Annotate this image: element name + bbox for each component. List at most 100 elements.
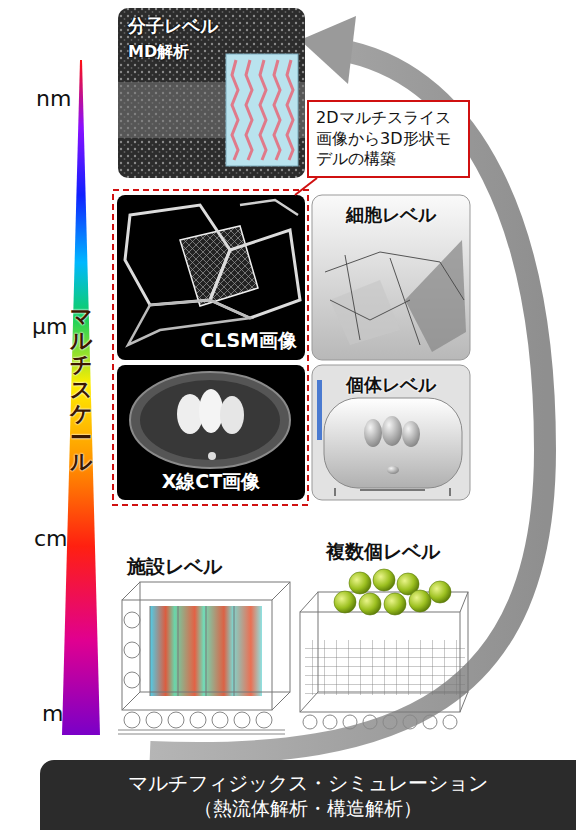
multi-model bbox=[300, 612, 460, 712]
scale-label: m bbox=[42, 703, 63, 725]
md-image bbox=[232, 60, 238, 160]
scale-label: μm bbox=[32, 316, 67, 338]
ct-image bbox=[140, 380, 280, 460]
facility-model bbox=[124, 642, 140, 658]
multi-model bbox=[443, 715, 457, 729]
body-model bbox=[312, 365, 470, 500]
md-image bbox=[246, 60, 252, 160]
multi-model bbox=[303, 715, 317, 729]
multi-model bbox=[403, 715, 417, 729]
level-panel: 細胞レベル bbox=[312, 195, 470, 360]
multi-model bbox=[373, 569, 395, 591]
multi-model bbox=[409, 590, 431, 612]
multi-model bbox=[318, 592, 468, 692]
node-title: CLSM画像 bbox=[200, 328, 297, 354]
node-title: 2Dマルチスライス画像から3D形状モデルの構築 bbox=[316, 108, 461, 170]
scale-triangle-fill bbox=[62, 60, 100, 735]
facility-model bbox=[124, 712, 140, 728]
clsm-image bbox=[180, 226, 258, 306]
ct-image bbox=[177, 394, 203, 434]
multi-model bbox=[305, 640, 465, 695]
multi-model bbox=[303, 715, 457, 729]
body-model bbox=[312, 365, 470, 500]
leader-line bbox=[295, 178, 317, 195]
node-subtitle: MD解析 bbox=[128, 42, 189, 63]
scale-triangle: マルチスケール bbox=[62, 60, 100, 735]
node-title: 個体レベル bbox=[346, 373, 436, 397]
scale-label: cm bbox=[34, 528, 68, 550]
body-model bbox=[317, 380, 322, 440]
connectors bbox=[295, 178, 317, 195]
facility-model bbox=[234, 712, 250, 728]
facility-model bbox=[190, 712, 206, 728]
facility-model bbox=[140, 582, 290, 692]
md-image bbox=[118, 8, 305, 178]
body-model bbox=[324, 398, 462, 488]
facility-model bbox=[124, 612, 140, 628]
cell-model bbox=[325, 252, 464, 345]
body-model bbox=[387, 466, 399, 474]
multi-model bbox=[343, 715, 357, 729]
node-title: 細胞レベル bbox=[346, 203, 436, 227]
facility-model bbox=[124, 612, 272, 728]
callout-box: 2Dマルチスライス画像から3D形状モデルの構築 bbox=[307, 100, 470, 178]
node-title: 施設レベル bbox=[127, 554, 222, 580]
body-model bbox=[402, 421, 420, 447]
multi-model bbox=[363, 715, 377, 729]
facility-model bbox=[256, 712, 272, 728]
level-panel: 個体レベル bbox=[312, 365, 470, 500]
multi-model bbox=[300, 569, 468, 729]
cell-model bbox=[330, 280, 400, 345]
multi-model bbox=[383, 715, 397, 729]
level-panel: 施設レベル bbox=[115, 548, 295, 735]
ct-image bbox=[117, 365, 305, 500]
facility-model bbox=[118, 730, 285, 734]
facility-model bbox=[122, 600, 272, 710]
ct-image bbox=[199, 389, 223, 433]
image-panel: X線CT画像 bbox=[117, 365, 305, 500]
multi-model bbox=[429, 581, 451, 603]
node-title: 分子レベル bbox=[128, 14, 218, 38]
clsm-image bbox=[117, 195, 305, 360]
facility-model bbox=[168, 712, 184, 728]
node-title: X線CT画像 bbox=[162, 469, 261, 495]
vertical-label: マルチスケール bbox=[70, 305, 92, 474]
multi-model bbox=[323, 715, 337, 729]
level-panel: 分子レベル MD解析 bbox=[118, 8, 305, 178]
cell-model bbox=[312, 195, 470, 360]
md-image bbox=[274, 60, 280, 160]
md-image bbox=[226, 54, 298, 166]
md-image bbox=[287, 60, 293, 160]
node-subtitle: （熱流体解析・構造解析） bbox=[194, 796, 422, 821]
facility-model bbox=[122, 582, 290, 710]
facility-model bbox=[124, 672, 140, 688]
ct-image bbox=[130, 372, 290, 468]
simulation-band: マルチフィジックス・シミュレーション（熱流体解析・構造解析） bbox=[40, 760, 576, 830]
level-panel: 複数個レベル bbox=[295, 535, 470, 735]
facility-model bbox=[146, 712, 162, 728]
clsm-image bbox=[240, 200, 298, 215]
node-title: 複数個レベル bbox=[326, 539, 440, 565]
dashed-group-frame bbox=[113, 190, 308, 505]
image-panel: CLSM画像 bbox=[117, 195, 305, 360]
facility-model bbox=[118, 582, 290, 734]
dashed-group-frame bbox=[113, 190, 308, 505]
node-title: マルチフィジックス・シミュレーション bbox=[128, 770, 488, 796]
multi-model bbox=[334, 591, 356, 613]
body-model bbox=[364, 419, 382, 447]
multi-model bbox=[300, 592, 468, 712]
ct-image bbox=[208, 452, 216, 460]
md-image bbox=[260, 60, 266, 160]
body-model bbox=[335, 488, 450, 496]
facility-model bbox=[212, 712, 228, 728]
clsm-image bbox=[117, 195, 305, 360]
ct-image bbox=[117, 365, 305, 500]
multi-model bbox=[384, 593, 406, 615]
cell-model bbox=[312, 195, 470, 360]
multi-model bbox=[349, 572, 371, 594]
multi-model bbox=[334, 569, 451, 615]
ct-image bbox=[220, 396, 244, 434]
md-image bbox=[118, 8, 305, 178]
multi-model bbox=[423, 715, 437, 729]
